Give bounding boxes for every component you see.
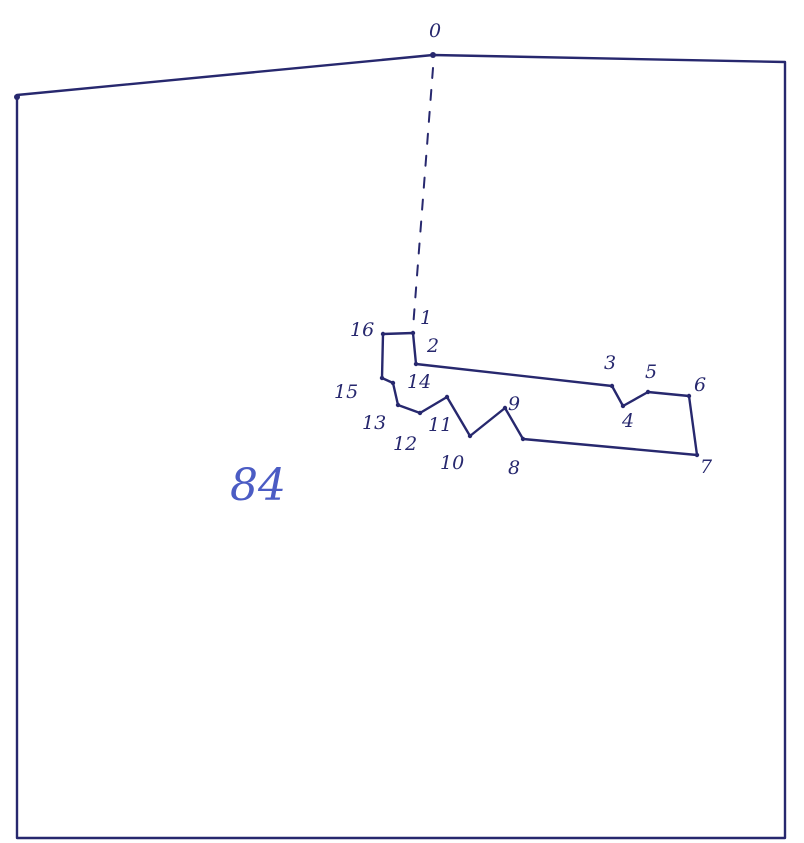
outline-frame <box>15 53 787 840</box>
vertex-11 <box>444 394 450 400</box>
vertex-5 <box>645 389 651 395</box>
vertex-2 <box>413 361 419 367</box>
apex-label: 0 <box>429 20 441 42</box>
point-label-5: 5 <box>645 361 657 383</box>
point-label-1: 1 <box>420 307 432 329</box>
vertex-4 <box>620 403 626 409</box>
left-corner-dot <box>14 94 20 100</box>
vertex-10 <box>467 433 473 439</box>
vertex-16 <box>380 331 386 337</box>
point-label-6: 6 <box>694 374 706 396</box>
point-label-11: 11 <box>428 414 452 436</box>
point-label-2: 2 <box>426 335 439 357</box>
point-label-16: 16 <box>350 319 374 341</box>
vertex-3 <box>609 383 615 389</box>
point-label-8: 8 <box>508 457 520 479</box>
vertex-12 <box>417 410 423 416</box>
dashed-reference-line <box>412 67 434 329</box>
point-label-15: 15 <box>334 381 358 403</box>
point-label-13: 13 <box>362 412 386 434</box>
point-label-4: 4 <box>621 410 634 432</box>
vertex-13 <box>395 402 401 408</box>
vertex-7 <box>694 452 700 458</box>
vertex-1 <box>410 330 416 336</box>
vertex-9 <box>502 405 508 411</box>
point-label-3: 3 <box>604 352 616 374</box>
point-label-10: 10 <box>440 452 464 474</box>
vertex-6 <box>686 393 692 399</box>
point-label-7: 7 <box>700 456 713 478</box>
vertex-15 <box>379 375 385 381</box>
point-label-14: 14 <box>407 371 431 393</box>
point-label-9: 9 <box>508 393 520 415</box>
point-label-12: 12 <box>393 433 417 455</box>
vertex-14 <box>390 380 396 386</box>
apex-dot <box>430 52 436 58</box>
vertex-8 <box>520 436 526 442</box>
handwritten-note: 84 <box>230 460 286 511</box>
traverse-vertices <box>379 330 700 458</box>
